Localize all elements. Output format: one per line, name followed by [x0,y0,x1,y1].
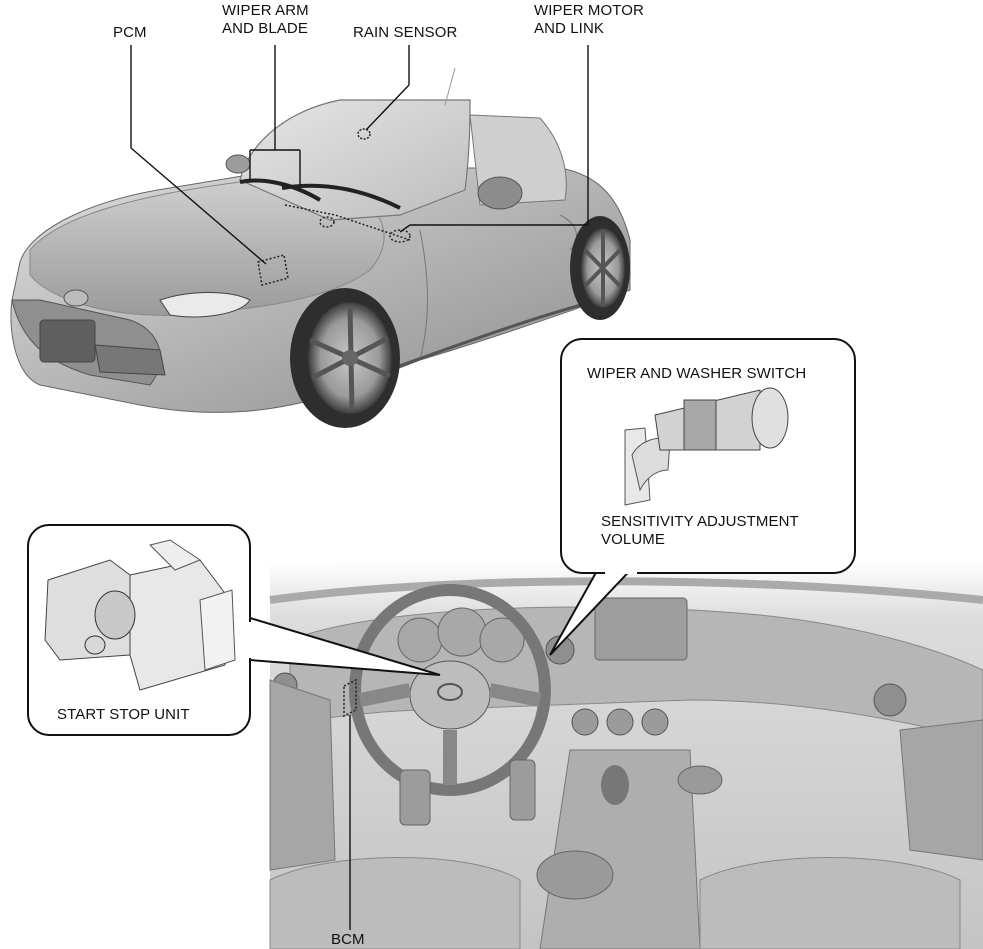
wiper-blade-left [239,178,322,202]
wiper-link-outline [284,204,411,241]
bcm-marker [343,678,357,718]
start-stop-callout-pointer [249,617,441,676]
wiper-switch-callout-pointer [549,559,641,656]
label-start-stop-unit: START STOP UNIT [57,706,190,723]
wiper-blade-right [281,183,401,210]
label-wiper-motor-and-link: WIPER MOTOR AND LINK [534,2,644,37]
label-pcm: PCM [113,24,147,41]
label-rain-sensor: RAIN SENSOR [353,24,458,41]
label-wiper-arm-and-blade: WIPER ARM AND BLADE [222,2,309,37]
wiper-switch-inset [560,338,856,574]
interior-illustration [269,560,983,949]
front-wheel [290,288,400,428]
car-body [10,99,631,413]
label-bcm: BCM [331,931,365,948]
pcm-marker [257,254,289,286]
start-stop-unit-inset [27,524,251,736]
label-wiper-and-washer-switch: WIPER AND WASHER SWITCH [587,365,807,382]
label-sensitivity-adjustment-volume: SENSITIVITY ADJUSTMENT VOLUME [601,513,799,548]
rain-sensor-marker [357,128,371,140]
rear-wheel [570,216,630,320]
steering-wheel [349,584,551,796]
